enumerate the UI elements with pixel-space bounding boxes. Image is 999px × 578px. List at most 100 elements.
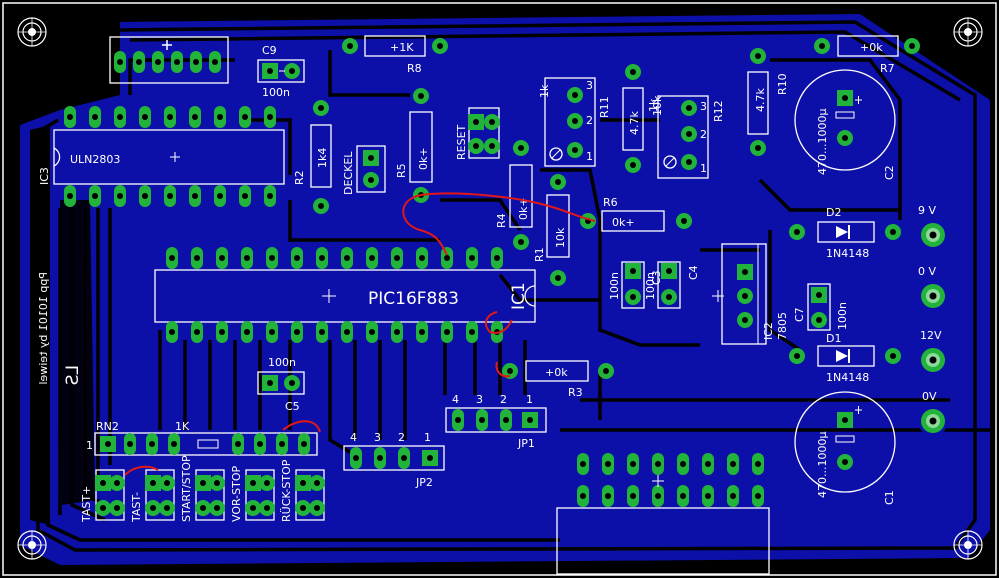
svg-text:R2: R2 <box>293 170 306 185</box>
svg-text:0V: 0V <box>922 390 937 403</box>
power-terminal-0v-a: 0 V <box>918 265 948 311</box>
mirrored-board-id: LS <box>63 365 83 385</box>
svg-text:JP2: JP2 <box>415 476 433 489</box>
svg-text:4: 4 <box>452 393 459 406</box>
airwires <box>124 192 596 476</box>
button-tast-plus: TAST+ <box>80 469 125 523</box>
svg-text:R4: R4 <box>495 213 508 228</box>
svg-text:RESET: RESET <box>455 124 468 160</box>
svg-text:9 V: 9 V <box>918 204 936 217</box>
svg-text:2: 2 <box>700 128 707 141</box>
trimmer-left: 3 2 1 1k <box>538 77 596 167</box>
resistor-r7: +0k R7 <box>814 35 920 75</box>
resistor-r6: 0k+ R6 <box>580 196 692 232</box>
svg-text:0 V: 0 V <box>918 265 936 278</box>
svg-text:0k+: 0k+ <box>517 197 530 220</box>
svg-text:3: 3 <box>586 79 593 92</box>
svg-text:3: 3 <box>700 100 707 113</box>
capacitor-c1: 470...1000µ C1 <box>794 391 896 505</box>
svg-text:C7: C7 <box>793 307 806 322</box>
svg-text:IC1: IC1 <box>509 282 529 310</box>
ic-pic16f883: PIC16F883 IC1 <box>154 247 536 343</box>
svg-text:2: 2 <box>500 393 507 406</box>
svg-text:2: 2 <box>586 114 593 127</box>
svg-text:R6: R6 <box>603 196 618 209</box>
button-vor-stop: VOR-STOP <box>230 465 275 522</box>
capacitor-c2: 470...1000µ C2 <box>794 69 896 180</box>
resistor-r11: 4.7k R11 <box>598 64 644 173</box>
svg-text:C1: C1 <box>883 490 896 505</box>
svg-text:2: 2 <box>398 431 405 444</box>
svg-text:12V: 12V <box>920 329 942 342</box>
svg-text:100n: 100n <box>262 86 290 99</box>
svg-text:R10: R10 <box>776 73 789 95</box>
svg-text:C2: C2 <box>883 165 896 180</box>
power-terminal-0v-b: 0V <box>918 390 948 436</box>
svg-text:1k: 1k <box>647 98 660 112</box>
resistor-r8: +1K R8 <box>342 35 448 75</box>
deckel-switch: DECKEL <box>342 145 386 195</box>
svg-text:R7: R7 <box>880 62 895 75</box>
svg-text:1: 1 <box>586 150 593 163</box>
capacitor-c7: C7 100n <box>793 283 849 331</box>
reset-switch: RESET <box>455 107 500 160</box>
svg-text:+0k: +0k <box>545 366 568 379</box>
button-rueck-stop: RÜCK-STOP <box>280 459 325 522</box>
svg-text:START/STOP: START/STOP <box>180 455 193 522</box>
svg-text:TAST-: TAST- <box>130 492 143 523</box>
svg-text:100n: 100n <box>608 272 621 300</box>
svg-text:100n: 100n <box>836 302 849 330</box>
ic-uln2803: ULN2803 IC3 <box>38 106 285 207</box>
svg-text:3: 3 <box>374 431 381 444</box>
resistor-r5: 0k+ R5 <box>395 88 433 203</box>
svg-text:1N4148: 1N4148 <box>826 247 869 260</box>
svg-text:RN2: RN2 <box>96 420 119 433</box>
power-terminal-9v: 9 V <box>918 204 948 250</box>
svg-text:R8: R8 <box>407 62 422 75</box>
svg-text:10k: 10k <box>651 95 664 116</box>
svg-text:7805: 7805 <box>776 312 789 340</box>
capacitor-c9: C9 100n <box>257 44 305 99</box>
svg-text:PIC16F883: PIC16F883 <box>368 289 459 309</box>
resistor-r3: +0k R3 <box>502 360 614 399</box>
diode-d1: D1 1N4148 <box>789 332 901 384</box>
svg-text:0k+: 0k+ <box>612 216 635 229</box>
button-tast-minus: TAST- <box>130 469 175 523</box>
svg-text:1: 1 <box>526 393 533 406</box>
svg-text:100n: 100n <box>644 272 657 300</box>
resistor-r1: 10k R1 <box>533 174 570 286</box>
resistor-r10: 4.7k R10 <box>747 48 789 156</box>
svg-text:C5: C5 <box>285 400 300 413</box>
svg-text:RÜCK-STOP: RÜCK-STOP <box>280 459 293 522</box>
mirrored-board-text: Ppp 10101 by teiwel <box>37 272 50 385</box>
svg-text:+0k: +0k <box>860 41 883 54</box>
jumper-jp1: 4 3 2 1 JP1 <box>445 393 547 450</box>
svg-text:1K: 1K <box>175 420 190 433</box>
svg-text:ULN2803: ULN2803 <box>70 153 120 166</box>
diode-d2: D2 1N4148 <box>789 206 901 260</box>
jumper-jp2: 4 3 2 1 JP2 <box>343 431 445 489</box>
svg-text:R3: R3 <box>568 386 583 399</box>
svg-text:1: 1 <box>424 431 431 444</box>
svg-text:1N4148: 1N4148 <box>826 371 869 384</box>
trace-channels <box>36 20 990 552</box>
svg-text:+1K: +1K <box>390 41 414 54</box>
capacitor-c4: 100n C4 <box>644 261 700 309</box>
svg-text:10k: 10k <box>554 227 567 248</box>
svg-text:R5: R5 <box>395 163 408 178</box>
svg-text:470...1000µ: 470...1000µ <box>816 432 829 498</box>
svg-text:1k: 1k <box>538 84 551 98</box>
trimmer-right: 3 2 1 10k <box>651 95 709 179</box>
resistor-r12: R12 1k <box>647 98 725 122</box>
svg-text:1: 1 <box>700 162 707 175</box>
svg-text:100n: 100n <box>268 356 296 369</box>
svg-text:0k+: 0k+ <box>417 147 430 170</box>
svg-text:C9: C9 <box>262 44 277 57</box>
button-start-stop: START/STOP <box>180 455 225 522</box>
svg-text:1k4: 1k4 <box>316 148 329 168</box>
svg-text:R1: R1 <box>533 247 546 262</box>
svg-text:VOR-STOP: VOR-STOP <box>230 465 243 522</box>
svg-text:4.7k: 4.7k <box>754 88 767 112</box>
svg-text:IC2: IC2 <box>762 322 775 340</box>
